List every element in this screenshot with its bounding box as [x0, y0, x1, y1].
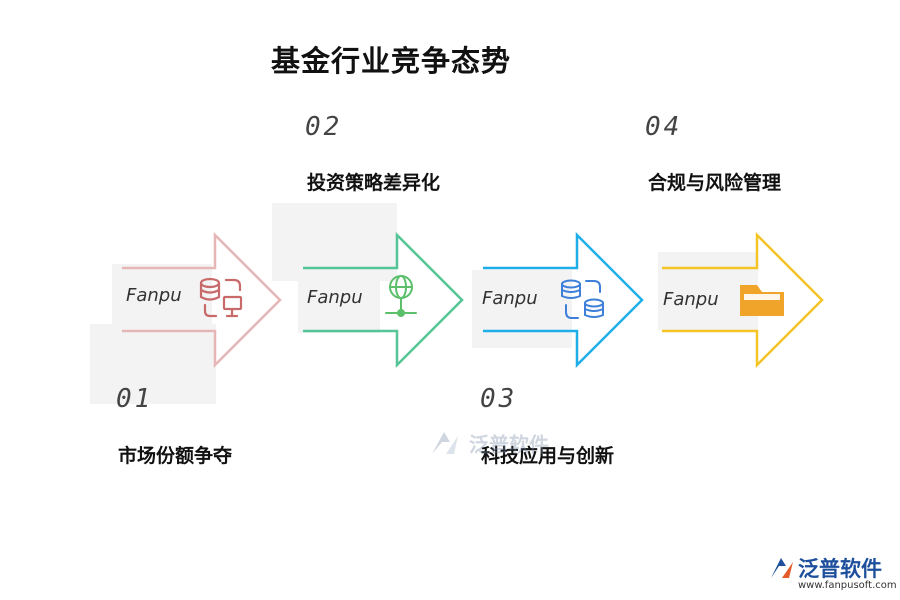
brand-url: www.fanpusoft.com — [798, 580, 897, 591]
step-arrow-3 — [483, 231, 644, 369]
globe-network-icon — [385, 275, 417, 317]
step-arrow-4 — [662, 231, 824, 369]
watermark-text: 泛普软件 — [468, 432, 549, 457]
step-label-1: 市场份额争夺 — [118, 445, 233, 467]
step-label-2: 投资策略差异化 — [307, 172, 441, 194]
brand-name: 泛普软件 — [798, 557, 882, 581]
watermark: 泛普软件 — [428, 428, 549, 458]
placeholder-block — [298, 281, 380, 333]
placeholder-text: Fanpu — [307, 287, 363, 308]
placeholder-text: Fanpu — [126, 285, 182, 306]
database-transfer-icon — [199, 277, 243, 318]
placeholder-block — [112, 264, 212, 324]
database-sync-icon — [561, 279, 604, 319]
placeholder-text: Fanpu — [482, 288, 538, 309]
step-arrow-2 — [303, 231, 464, 369]
placeholder-block — [90, 324, 216, 404]
placeholder-text: Fanpu — [663, 289, 719, 310]
page-title: 基金行业竞争态势 — [271, 44, 512, 78]
step-label-4: 合规与风险管理 — [648, 172, 782, 194]
step-number-4: 04 — [645, 112, 683, 142]
folder-icon — [740, 285, 784, 316]
watermark-logo-icon — [432, 432, 458, 454]
brand-logo-icon — [771, 558, 793, 578]
step-arrow-1 — [122, 231, 282, 369]
step-label-3: 科技应用与创新 — [481, 445, 615, 467]
step-number-2: 02 — [305, 112, 343, 142]
placeholder-block — [472, 270, 572, 348]
step-number-3: 03 — [480, 384, 518, 414]
step-number-1: 01 — [116, 384, 154, 414]
